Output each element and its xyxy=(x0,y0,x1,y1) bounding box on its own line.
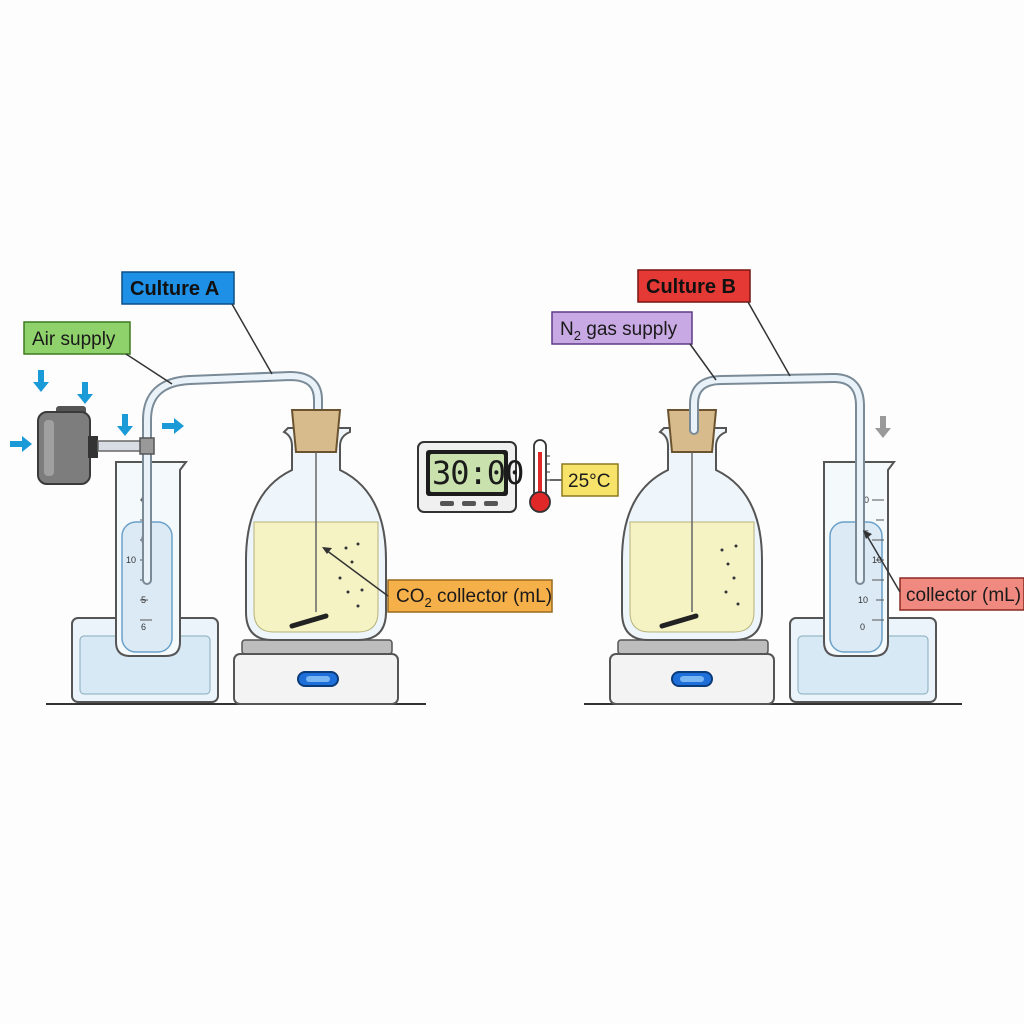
timer-device: 30:00 xyxy=(417,441,524,513)
cylinder-b-tick-5: 0 xyxy=(860,622,865,632)
culture-a-title: Culture A xyxy=(130,278,219,300)
timer-button xyxy=(440,501,454,506)
cylinder-b-tick-1: 0 xyxy=(864,495,869,505)
arrow-down-icon xyxy=(77,382,93,404)
arrow-right-icon xyxy=(10,436,32,452)
stir-plate-b xyxy=(609,639,775,705)
collector-b-badge: collector (mL) xyxy=(899,577,1024,611)
temperature-badge: 25°C xyxy=(561,463,619,497)
arrow-down-icon xyxy=(875,416,891,438)
bubbles-a xyxy=(338,542,364,608)
air-supply-badge: Air supply xyxy=(23,321,131,355)
arrow-right-icon xyxy=(162,418,184,434)
timer-button xyxy=(484,501,498,506)
leader-line xyxy=(125,353,173,385)
culture-a-title-badge: Culture A xyxy=(121,271,235,305)
airflow-arrows xyxy=(10,370,184,452)
n2-supply-label: N2 gas supply xyxy=(560,319,678,343)
stir-plate-a xyxy=(233,639,399,705)
arrow-down-icon xyxy=(117,414,133,436)
culture-flask-a xyxy=(245,409,387,641)
stir-bar-a xyxy=(289,613,329,629)
cylinder-a-tick-3: 10 xyxy=(126,555,136,565)
cylinder-b-tick-3: 10 xyxy=(872,555,882,565)
n2-supply-badge: N2 gas supply xyxy=(551,311,693,345)
culture-b-title-badge: Culture B xyxy=(637,269,751,303)
temperature-label: 25°C xyxy=(568,471,610,492)
air-supply-label: Air supply xyxy=(32,329,116,350)
cylinder-b-tick-4: 10 xyxy=(858,595,868,605)
timer-button xyxy=(462,501,476,506)
leader-line xyxy=(747,301,791,377)
stir-bar-b xyxy=(659,613,699,629)
cylinder-a-tick-5: 6 xyxy=(141,622,146,632)
culture-b-setup: 0 5 10 10 0 Culture B N2 gas supply coll… xyxy=(551,269,1024,705)
leader-line xyxy=(231,303,273,375)
cork-stopper-a xyxy=(290,409,342,453)
timer-display: 30:00 xyxy=(432,454,523,492)
co2-collector-label: CO2 collector (mL) xyxy=(396,586,552,610)
air-pump xyxy=(37,406,155,485)
co2-collector-badge: CO2 collector (mL) xyxy=(387,579,553,613)
bubbles-b xyxy=(720,544,740,606)
culture-b-title: Culture B xyxy=(646,276,736,298)
collector-b-label: collector (mL) xyxy=(906,585,1021,606)
leader-line xyxy=(325,549,389,597)
arrow-down-icon xyxy=(33,370,49,392)
culture-flask-b xyxy=(621,409,763,641)
leader-line xyxy=(865,533,901,593)
thermometer-icon xyxy=(529,439,551,513)
culture-a-setup: 0 5 10 5 6 xyxy=(10,271,553,705)
leader-line xyxy=(689,343,717,381)
cylinder-a-tick-4: 5 xyxy=(141,595,146,605)
